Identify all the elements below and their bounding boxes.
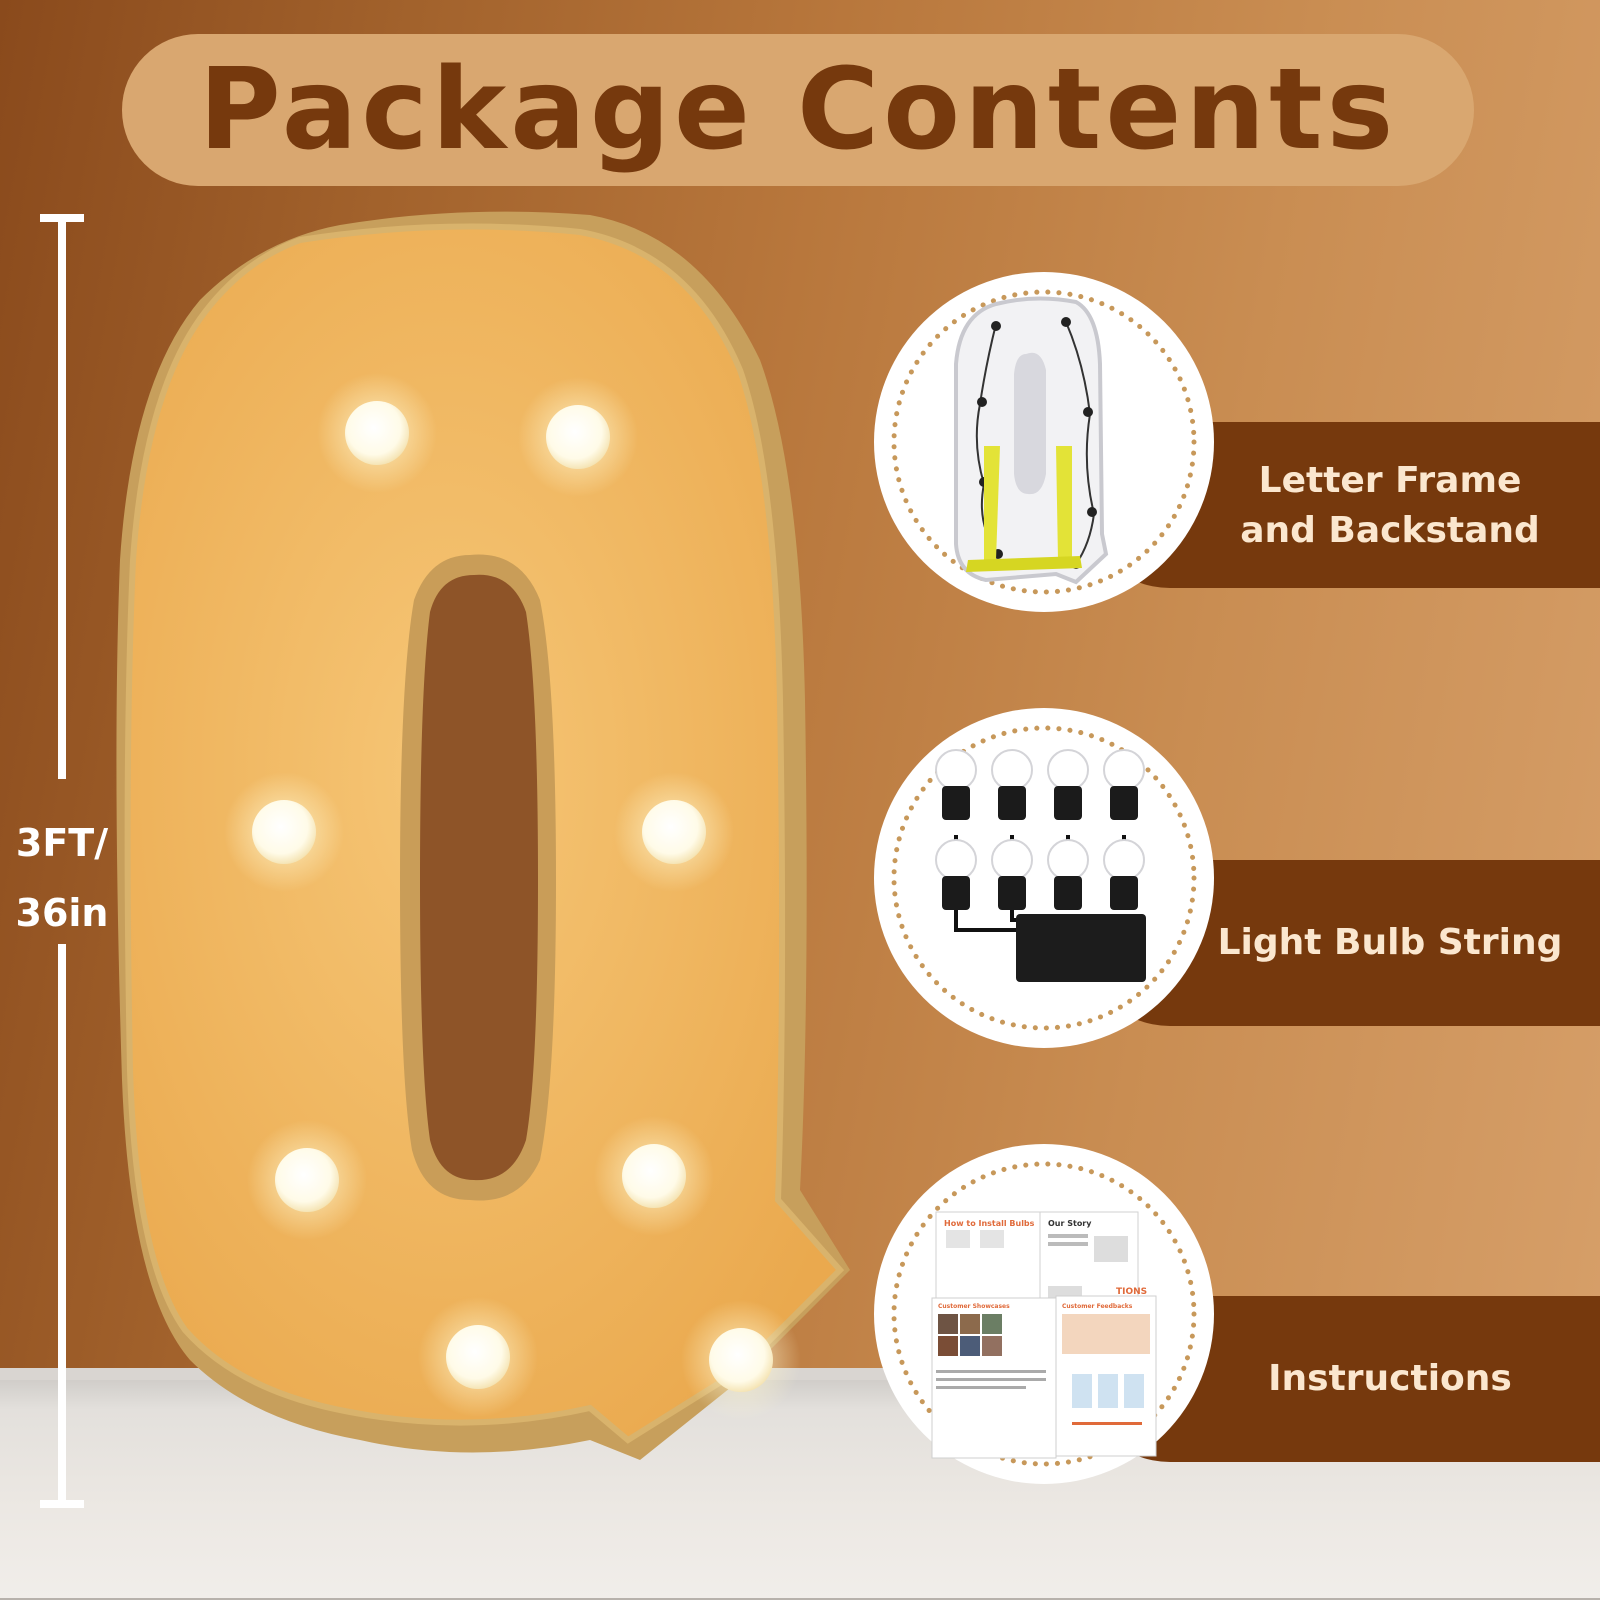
bulb-2: [518, 377, 638, 497]
item-circle-letter-frame: [876, 274, 1212, 610]
bulb-3: [224, 772, 344, 892]
height-label-ft: 3FT/: [15, 821, 109, 865]
bulb-7: [418, 1297, 538, 1417]
dotted-ring: [891, 725, 1197, 1031]
item-label-line1: Light Bulb String: [1217, 922, 1563, 963]
measure-line-lower: [58, 944, 66, 1508]
bulb-8: [681, 1300, 801, 1420]
sheet-heading-story: Our Story: [1048, 1219, 1092, 1228]
item-circle-bulb-string: [876, 710, 1212, 1046]
marquee-letter-q: [116, 211, 850, 1461]
sheet-heading-instructions: TIONS: [1116, 1287, 1147, 1297]
dotted-ring: [891, 289, 1197, 595]
bulb-string-icon: [935, 749, 1146, 982]
item-label-letter-frame: Letter Frame and Backstand: [1180, 456, 1600, 556]
letter-hole-inner: [420, 574, 538, 1181]
height-label: 3FT/ 36in: [2, 808, 122, 948]
sheet-heading-showcase: Customer Showcases: [938, 1303, 1010, 1310]
bulb-4: [614, 772, 734, 892]
height-label-in: 36in: [15, 891, 109, 935]
item-label-line2: and Backstand: [1240, 510, 1540, 551]
sheet-heading-install: How to Install Bulbs: [944, 1219, 1035, 1228]
item-label-bulb-string: Light Bulb String: [1180, 918, 1600, 968]
sheet-heading-feedback: Customer Feedbacks: [1062, 1303, 1133, 1310]
bulb-6: [594, 1116, 714, 1236]
measure-line-upper: [58, 214, 66, 779]
instruction-sheet-front: [931, 1295, 1157, 1459]
bulb-1: [317, 373, 437, 493]
bulb-5: [247, 1120, 367, 1240]
dotted-ring: [891, 1161, 1197, 1467]
item-label-instructions: Instructions: [1180, 1354, 1600, 1404]
title-banner: Package Contents: [122, 34, 1474, 186]
item-label-line1: Letter Frame: [1258, 460, 1522, 501]
item-label-line1: Instructions: [1268, 1358, 1512, 1399]
page-title: Package Contents: [198, 45, 1398, 175]
item-circle-instructions: How to Install Bulbs Our Story Customer …: [876, 1146, 1212, 1482]
letter-frame-with-stand-icon: [954, 296, 1109, 585]
instructions-sheet-icon: How to Install Bulbs Our Story Customer …: [931, 1211, 1157, 1459]
measure-bottom-cap: [40, 1500, 84, 1508]
